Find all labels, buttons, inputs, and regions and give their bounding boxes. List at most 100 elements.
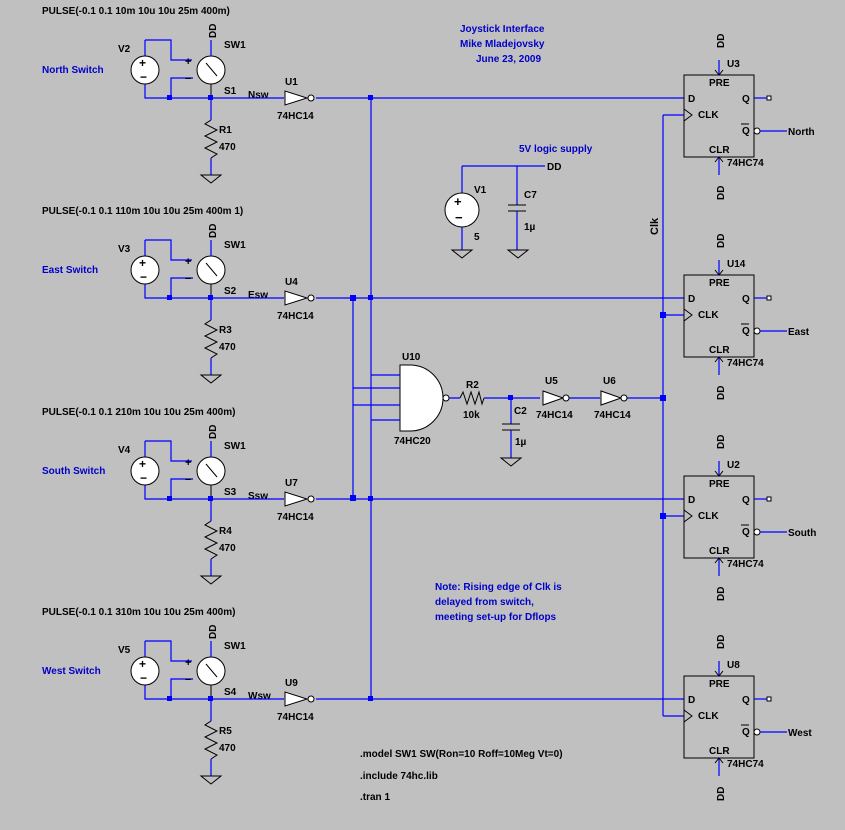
minus-sign: −	[185, 73, 191, 85]
dd-label: DD	[716, 386, 727, 400]
capacitor-symbol	[508, 204, 526, 212]
inverter-name: U1	[285, 77, 298, 88]
ff-clk: CLK	[698, 711, 719, 722]
pulse-spec: PULSE(-0.1 0.1 10m 10u 10u 25m 400m)	[42, 6, 230, 17]
inverter-model: 74HC14	[277, 311, 314, 322]
title-line2: Mike Mladejovsky	[460, 39, 545, 50]
switch-name: S1	[224, 86, 237, 97]
output-label: South	[788, 528, 816, 539]
inverter-name: U7	[285, 478, 298, 489]
source-wires	[144, 39, 211, 99]
switch-model: SW1	[224, 240, 246, 251]
resistor-symbol	[203, 720, 219, 760]
ff-pre: PRE	[709, 479, 730, 490]
nand-name: U10	[402, 352, 421, 363]
supply-source-symbol	[444, 192, 480, 228]
capacitor-symbol	[502, 423, 520, 431]
switch-symbol	[196, 456, 226, 486]
ground-icon	[199, 174, 223, 184]
vsource-name: V3	[118, 244, 131, 255]
ff-q: Q	[742, 495, 750, 506]
inverter-model: 74HC14	[277, 512, 314, 523]
note-line2: delayed from switch,	[435, 597, 534, 608]
ff-qbar: Q	[742, 126, 750, 137]
resistor-value: 470	[219, 743, 236, 754]
resistor-name: R1	[219, 125, 232, 136]
minus-sign: −	[185, 474, 191, 486]
pulse-spec: PULSE(-0.1 0.1 210m 10u 10u 25m 400m)	[42, 407, 235, 418]
net-label: Esw	[248, 290, 268, 301]
ff-name: U14	[727, 259, 746, 270]
dd-label: DD	[208, 24, 219, 38]
supply-cap-value: 1µ	[524, 222, 536, 233]
ff-qbar: Q	[742, 326, 750, 337]
output-label: North	[788, 127, 815, 138]
ff-clr: CLR	[709, 746, 730, 757]
switch-label: South Switch	[42, 466, 105, 477]
supply-label: 5V logic supply	[519, 144, 593, 155]
channel-east: PULSE(-0.1 0.1 110m 10u 10u 25m 400m 1) E…	[42, 206, 810, 400]
resistor-value: 470	[219, 342, 236, 353]
resistor-name: R5	[219, 726, 232, 737]
nand-gate-symbol	[399, 364, 444, 432]
ff-pre: PRE	[709, 278, 730, 289]
net-label: Ssw	[248, 491, 268, 502]
clk-marker	[683, 509, 693, 523]
ground-icon	[199, 575, 223, 585]
resistor-name: R3	[219, 325, 232, 336]
dd-label: DD	[716, 186, 727, 200]
inverter-name: U9	[285, 678, 298, 689]
vsource-symbol	[130, 55, 160, 85]
inverter-symbol	[600, 390, 623, 406]
pulse-spec: PULSE(-0.1 0.1 310m 10u 10u 25m 400m)	[42, 607, 235, 618]
ff-q: Q	[742, 695, 750, 706]
note-line3: meeting set-up for Dflops	[435, 612, 557, 623]
nand-model: 74HC20	[394, 436, 431, 447]
resistor-symbol	[203, 520, 219, 560]
switch-label: West Switch	[42, 666, 101, 677]
minus-sign: −	[185, 674, 191, 686]
ground-icon	[499, 457, 523, 467]
inverter-name: U4	[285, 277, 298, 288]
dd-label: DD	[716, 34, 727, 48]
u6-model: 74HC14	[594, 410, 631, 421]
plus-sign: +	[185, 256, 191, 268]
nand-input-wires	[353, 374, 400, 421]
switch-model: SW1	[224, 441, 246, 452]
r2-name: R2	[466, 380, 479, 391]
switch-channels: PULSE(-0.1 0.1 10m 10u 10u 25m 400m) Nort…	[42, 6, 816, 801]
ff-clk: CLK	[698, 511, 719, 522]
vsource-symbol	[130, 656, 160, 686]
inverter-symbol	[542, 390, 565, 406]
pulse-spec: PULSE(-0.1 0.1 110m 10u 10u 25m 400m 1)	[42, 206, 243, 217]
inverter-symbol	[284, 90, 309, 106]
ff-clr: CLR	[709, 345, 730, 356]
channel-north: PULSE(-0.1 0.1 10m 10u 10u 25m 400m) Nort…	[42, 6, 815, 200]
minus-sign: −	[140, 471, 147, 485]
resistor-symbol	[203, 119, 219, 159]
vsource-symbol	[130, 456, 160, 486]
clk-net-label: Clk	[649, 217, 661, 235]
ff-pre: PRE	[709, 78, 730, 89]
ff-name: U2	[727, 460, 740, 471]
ff-q: Q	[742, 94, 750, 105]
ff-model: 74HC74	[727, 158, 764, 169]
minus-sign: −	[140, 270, 147, 284]
ff-d: D	[688, 94, 695, 105]
ff-qbar: Q	[742, 527, 750, 538]
u6-name: U6	[603, 376, 616, 387]
clk-marker	[683, 709, 693, 723]
supply-net: DD	[547, 162, 561, 173]
u5-name: U5	[545, 376, 558, 387]
dd-label: DD	[208, 224, 219, 238]
bus-wires	[352, 98, 372, 698]
inverter-symbol	[284, 691, 309, 707]
dd-label: DD	[208, 625, 219, 639]
output-label: West	[788, 728, 812, 739]
directive-model: .model SW1 SW(Ron=10 Roff=10Meg Vt=0)	[360, 749, 563, 760]
minus-sign: −	[140, 70, 147, 84]
resistor-symbol	[459, 390, 485, 406]
c2-value: 1µ	[515, 437, 527, 448]
